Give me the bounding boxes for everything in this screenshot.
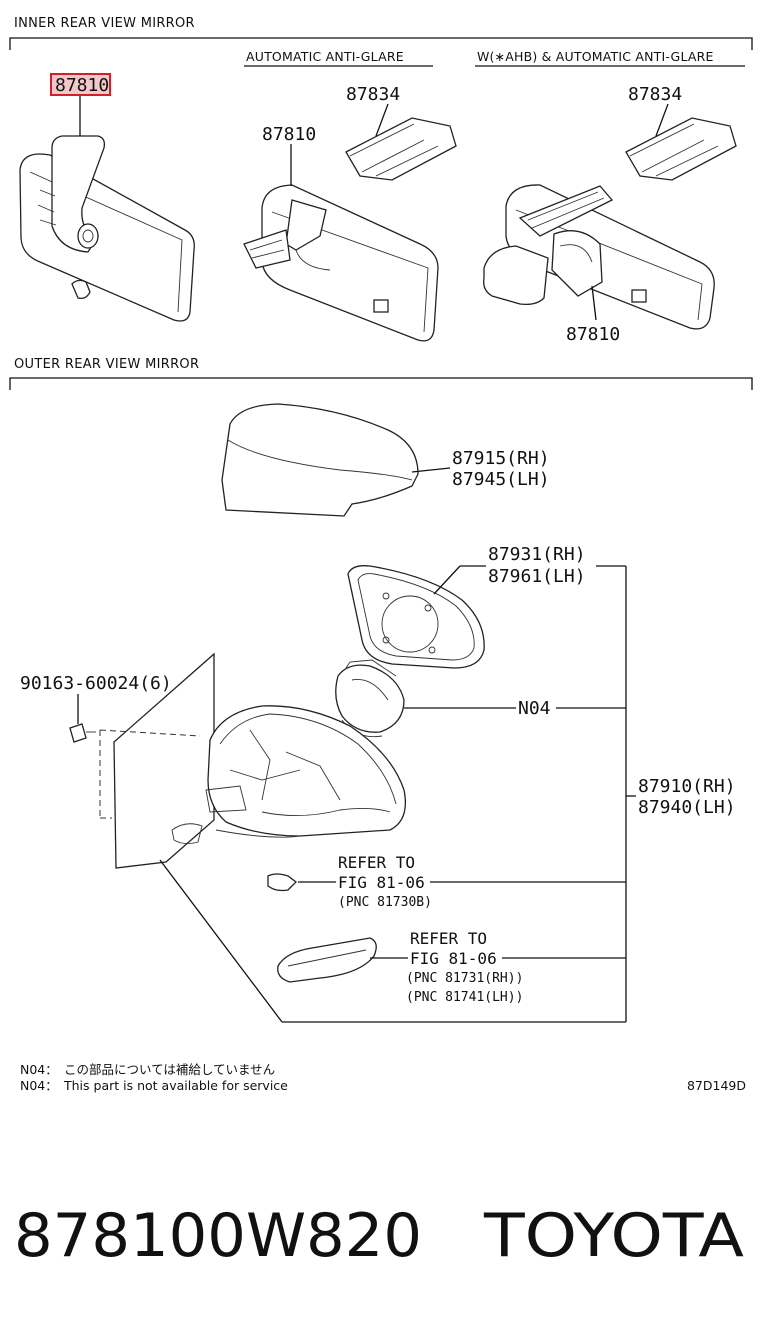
diagram-code: 87D149D bbox=[687, 1078, 746, 1093]
leader-line bbox=[591, 285, 597, 321]
pnc-reference-1: (PNC 81730B) bbox=[338, 895, 432, 910]
fig-reference-1[interactable]: FIG 81-06 bbox=[338, 873, 425, 892]
pnc-reference-2-rh: (PNC 81731(RH)) bbox=[406, 971, 523, 986]
part-label-87961-lh[interactable]: 87961(LH) bbox=[488, 566, 586, 587]
note-label-jp: N04： bbox=[20, 1062, 58, 1077]
fig-reference-2[interactable]: FIG 81-06 bbox=[410, 949, 497, 968]
part-label-87940-lh[interactable]: 87940(LH) bbox=[638, 797, 736, 818]
refer-to-label-2: REFER TO bbox=[410, 929, 487, 948]
part-label-90163-60024[interactable]: 90163-60024(6) bbox=[20, 673, 172, 694]
part-label-87910-rh[interactable]: 87910(RH) bbox=[638, 776, 736, 797]
leader-line bbox=[375, 103, 389, 137]
screw-drawing bbox=[69, 723, 96, 743]
refer-to-label-1: REFER TO bbox=[338, 853, 415, 872]
subheading-automatic-anti-glare: AUTOMATIC ANTI-GLARE bbox=[246, 49, 404, 64]
leader-line bbox=[655, 103, 669, 137]
leader-line bbox=[433, 565, 461, 595]
note-text-jp: この部品については補給していません bbox=[64, 1062, 275, 1077]
part-label-87810[interactable]: 87810 bbox=[262, 124, 316, 145]
part-label-87834[interactable]: 87834 bbox=[346, 84, 400, 105]
turn-signal-drawing bbox=[277, 937, 377, 983]
footer-brand: TOYOTA bbox=[483, 1201, 744, 1271]
bulb-drawing bbox=[267, 873, 297, 892]
section-bracket-inner bbox=[9, 37, 753, 50]
part-label-87931-rh[interactable]: 87931(RH) bbox=[488, 544, 586, 565]
inner-mirror-auto-drawing bbox=[243, 117, 457, 342]
pnc-reference-2-lh: (PNC 81741(LH)) bbox=[406, 990, 523, 1005]
note-text-en: This part is not available for service bbox=[63, 1078, 288, 1093]
part-label-87945-lh[interactable]: 87945(LH) bbox=[452, 469, 550, 490]
mirror-glass-drawing bbox=[347, 565, 485, 669]
part-label-87810-highlighted[interactable]: 87810 bbox=[55, 75, 109, 96]
inner-mirror-ahb-drawing bbox=[483, 117, 737, 330]
part-label-87810-ahb[interactable]: 87810 bbox=[566, 324, 620, 345]
footer-part-number: 878100W820 bbox=[14, 1201, 422, 1271]
subheading-ahb-anti-glare: W(∗AHB) & AUTOMATIC ANTI-GLARE bbox=[477, 49, 714, 64]
inner-mirror-basic-drawing bbox=[19, 135, 195, 322]
part-label-n04[interactable]: N04 bbox=[518, 698, 551, 719]
section-title-inner: INNER REAR VIEW MIRROR bbox=[14, 16, 195, 31]
mirror-assembly-drawing bbox=[99, 652, 407, 869]
part-label-87915-rh[interactable]: 87915(RH) bbox=[452, 448, 550, 469]
section-title-outer: OUTER REAR VIEW MIRROR bbox=[14, 357, 199, 372]
section-bracket-outer bbox=[9, 377, 753, 390]
leader-line bbox=[159, 859, 283, 1023]
part-label-87834-ahb[interactable]: 87834 bbox=[628, 84, 682, 105]
leader-line bbox=[411, 467, 451, 473]
mirror-cover-drawing bbox=[221, 403, 419, 517]
note-label-en: N04： bbox=[20, 1078, 58, 1093]
highlight-box bbox=[50, 73, 111, 96]
